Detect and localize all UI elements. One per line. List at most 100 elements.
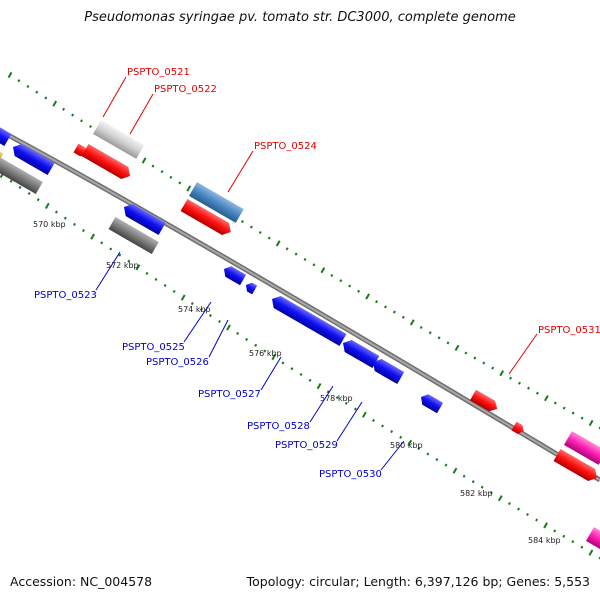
gene-label[interactable]: PSPTO_0525	[122, 342, 185, 353]
gene-feature[interactable]	[269, 293, 347, 347]
minor-tick-mark	[335, 396, 339, 400]
gene-feature[interactable]	[180, 198, 235, 238]
gene-label[interactable]: PSPTO_0521	[127, 67, 190, 78]
minor-tick-mark	[339, 279, 343, 283]
minor-tick-mark	[417, 446, 421, 451]
major-tick-mark	[275, 240, 281, 247]
minor-tick-mark	[118, 253, 122, 257]
gene-feature[interactable]	[221, 264, 247, 286]
gene-feature[interactable]	[189, 182, 244, 223]
major-tick-mark	[409, 319, 415, 326]
kbp-tick-label: 576 kbp	[249, 349, 282, 358]
minor-tick-mark	[518, 381, 521, 385]
minor-tick-mark	[426, 452, 430, 456]
major-tick-mark	[226, 324, 231, 331]
major-tick-mark	[365, 293, 370, 300]
gene-feature[interactable]	[244, 281, 258, 295]
minor-tick-mark	[127, 259, 131, 263]
minor-tick-mark	[163, 283, 167, 288]
minor-tick-mark	[236, 331, 240, 335]
major-tick-mark	[588, 549, 594, 556]
major-tick-mark	[454, 344, 460, 351]
gene-feature[interactable]	[10, 141, 55, 176]
gene-feature[interactable]	[108, 216, 159, 255]
gene-feature[interactable]	[0, 125, 12, 147]
gene-label[interactable]: PSPTO_0524	[254, 141, 317, 152]
gene-label[interactable]: PSPTO_0523	[34, 290, 97, 301]
gene-label[interactable]: PSPTO_0531	[538, 325, 600, 336]
minor-tick-mark	[312, 263, 316, 267]
kbp-tick-label: 578 kbp	[320, 394, 353, 403]
minor-tick-mark	[473, 356, 477, 360]
minor-tick-mark	[35, 90, 39, 94]
minor-tick-mark	[172, 289, 176, 294]
major-tick-mark	[497, 495, 503, 502]
gene-feature[interactable]	[73, 143, 89, 159]
minor-tick-mark	[344, 401, 348, 405]
minor-tick-mark	[535, 518, 539, 522]
minor-tick-mark	[308, 378, 312, 382]
minor-tick-mark	[218, 319, 221, 324]
gene-feature[interactable]	[586, 527, 600, 556]
major-tick-mark	[588, 419, 594, 427]
minor-tick-mark	[80, 119, 83, 123]
minor-tick-mark	[580, 545, 584, 549]
kbp-tick-label: 574 kbp	[178, 305, 211, 314]
gene-feature[interactable]	[81, 143, 134, 182]
gene-feature[interactable]	[370, 356, 405, 385]
gene-feature[interactable]	[564, 431, 600, 465]
minor-tick-mark	[9, 179, 13, 183]
minor-tick-mark	[562, 534, 566, 538]
major-tick-mark	[180, 294, 186, 301]
gene-feature[interactable]	[93, 120, 145, 159]
minor-tick-mark	[353, 407, 357, 411]
minor-tick-mark	[63, 216, 67, 220]
gene-label[interactable]: PSPTO_0522	[154, 84, 217, 95]
gene-feature[interactable]	[511, 421, 527, 436]
gene-label[interactable]: PSPTO_0529	[275, 440, 338, 451]
minor-tick-mark	[489, 491, 493, 495]
minor-tick-mark	[480, 485, 484, 489]
minor-tick-mark	[109, 247, 113, 251]
gene-feature[interactable]	[340, 337, 380, 369]
gene-feature[interactable]	[553, 448, 600, 484]
minor-tick-mark	[62, 107, 66, 111]
major-tick-mark	[52, 100, 58, 107]
gene-label[interactable]: PSPTO_0530	[319, 469, 382, 480]
left-edge-genes	[0, 125, 55, 195]
minor-tick-mark	[294, 252, 298, 256]
minor-tick-mark	[71, 113, 75, 117]
gene-feature[interactable]	[470, 389, 500, 414]
minor-tick-mark	[435, 458, 439, 462]
minor-tick-mark	[254, 343, 258, 347]
gene-label[interactable]: PSPTO_0526	[146, 357, 209, 368]
gene-label[interactable]: PSPTO_0528	[247, 421, 310, 432]
minor-tick-mark	[178, 181, 182, 185]
kbp-scale: 570 kbp 572 kbp 574 kbp 576 kbp 578 kbp …	[33, 220, 561, 545]
major-tick-mark	[543, 522, 548, 529]
minor-tick-mark	[151, 164, 155, 168]
minor-tick-mark	[517, 507, 520, 511]
minor-tick-mark	[357, 289, 361, 293]
minor-tick-mark	[73, 222, 76, 226]
minor-tick-mark	[258, 230, 262, 235]
minor-tick-mark	[27, 191, 31, 196]
minor-tick-mark	[471, 480, 475, 484]
kbp-tick-label: 570 kbp	[33, 220, 66, 229]
major-tick-mark	[544, 395, 549, 402]
minor-tick-mark	[290, 367, 294, 371]
minor-tick-mark	[303, 257, 307, 262]
minor-tick-mark	[89, 124, 92, 129]
gene-feature[interactable]	[418, 392, 444, 414]
gene-feature[interactable]	[0, 156, 43, 195]
minor-tick-mark	[535, 391, 539, 395]
accession-text: Accession: NC_004578	[10, 574, 153, 589]
major-tick-mark	[316, 383, 322, 390]
minor-tick-mark	[26, 84, 30, 89]
minor-tick-mark	[82, 229, 85, 233]
gene-feature[interactable]	[0, 150, 4, 161]
gene-label[interactable]: PSPTO_0527	[198, 389, 261, 400]
gene-feature[interactable]	[121, 201, 166, 236]
major-tick-mark	[452, 467, 458, 474]
